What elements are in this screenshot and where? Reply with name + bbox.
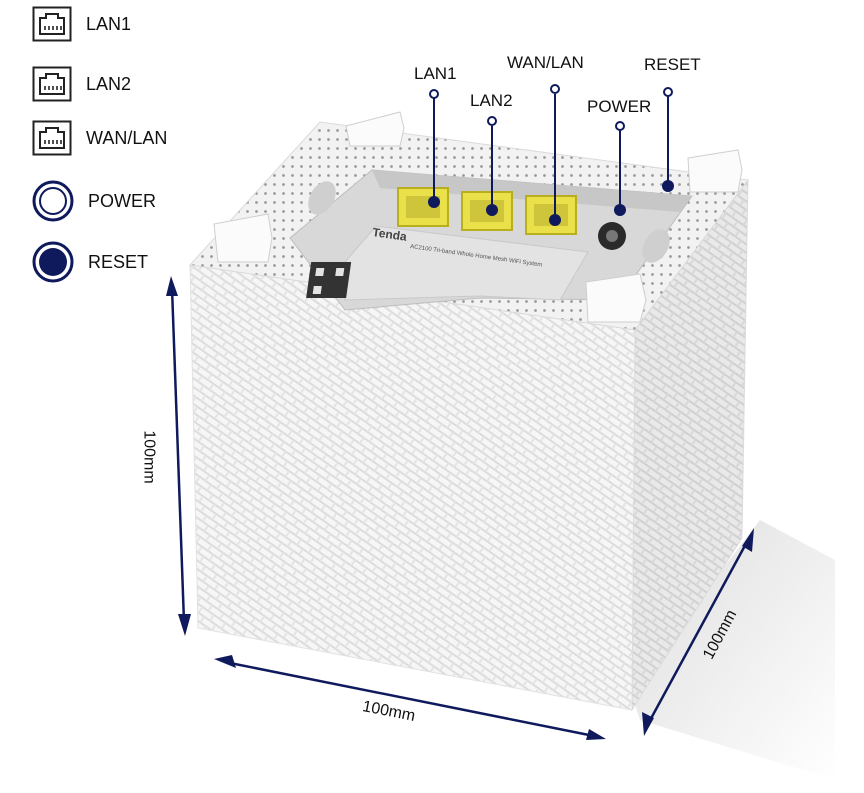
legend-label: LAN2: [86, 73, 132, 94]
legend-item-wan-lan: WAN/LAN: [32, 120, 167, 156]
callout-lines: [433, 94, 669, 218]
callout-reset: RESET: [644, 55, 701, 74]
floor-shadow: [630, 520, 835, 780]
dimension-height-label: 100mm: [140, 430, 158, 484]
legend-item-reset: RESET: [32, 241, 148, 283]
legend-label: WAN/LAN: [86, 127, 168, 148]
mount-slot-right: [642, 229, 670, 263]
reset-dot-icon: [32, 241, 74, 283]
corner-pads: [213, 111, 743, 323]
callout-wan-lan: WAN/LAN: [507, 53, 584, 72]
legend-label: LAN1: [86, 13, 132, 34]
dimension-arrows: [166, 276, 754, 740]
legend-label: POWER: [88, 190, 157, 211]
callout-dots: [428, 180, 674, 226]
label-brand: Tenda: [372, 225, 408, 244]
callout-lan1: LAN1: [414, 64, 457, 83]
label-plate: [344, 225, 589, 301]
legend-item-power: POWER: [32, 180, 156, 222]
callout-anchors: [429, 84, 673, 131]
ethernet-port-icon: [32, 6, 72, 42]
power-jack: [598, 222, 626, 250]
callout-lan2: LAN2: [470, 91, 513, 110]
power-ring-icon: [32, 180, 74, 222]
callout-power: POWER: [587, 97, 652, 116]
mount-slot-left: [308, 181, 336, 215]
ethernet-port-icon: [32, 120, 72, 156]
legend-item-lan2: LAN2: [32, 66, 131, 102]
legend-item-lan1: LAN1: [32, 6, 131, 42]
lan1-port: [397, 187, 449, 227]
front-face: [189, 264, 636, 711]
wan-lan-port: [525, 195, 577, 235]
ethernet-port-icon: [32, 66, 72, 102]
legend-label: RESET: [88, 251, 149, 272]
